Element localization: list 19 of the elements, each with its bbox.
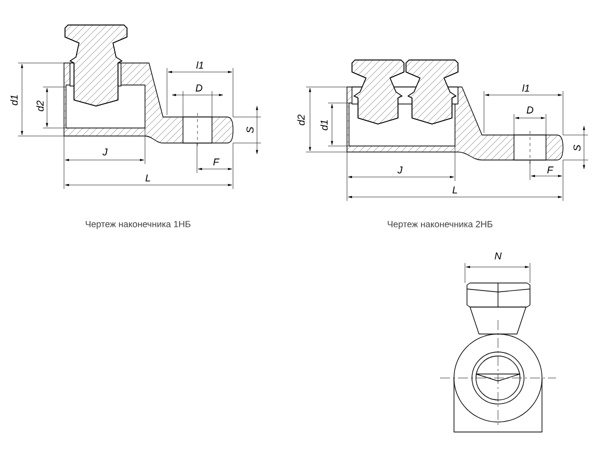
dimension-label: L — [146, 174, 150, 182]
dimension-label: d2 — [297, 114, 305, 126]
caption: Чертеж наконечника 1НБ — [86, 220, 190, 230]
dimension-label: l1 — [522, 84, 530, 92]
dimension-label: d1 — [10, 95, 18, 106]
dimension-label: J — [102, 148, 108, 156]
dimension-label: d1 — [320, 120, 328, 130]
dimension-label: F — [547, 166, 554, 174]
dimension-label: L — [452, 186, 458, 194]
dimension-label: l1 — [196, 61, 204, 69]
dimension-label: N — [494, 252, 502, 260]
dimension-label: F — [213, 158, 220, 166]
dimension-label: D — [196, 84, 202, 92]
dimension-label: S — [246, 126, 254, 134]
dimension-label: S — [573, 144, 581, 152]
caption: Чертеж наконечника 2НБ — [388, 220, 492, 230]
dimension-label: D — [526, 106, 534, 114]
dimension-label: J — [397, 166, 403, 174]
dimension-label: d2 — [36, 100, 44, 112]
